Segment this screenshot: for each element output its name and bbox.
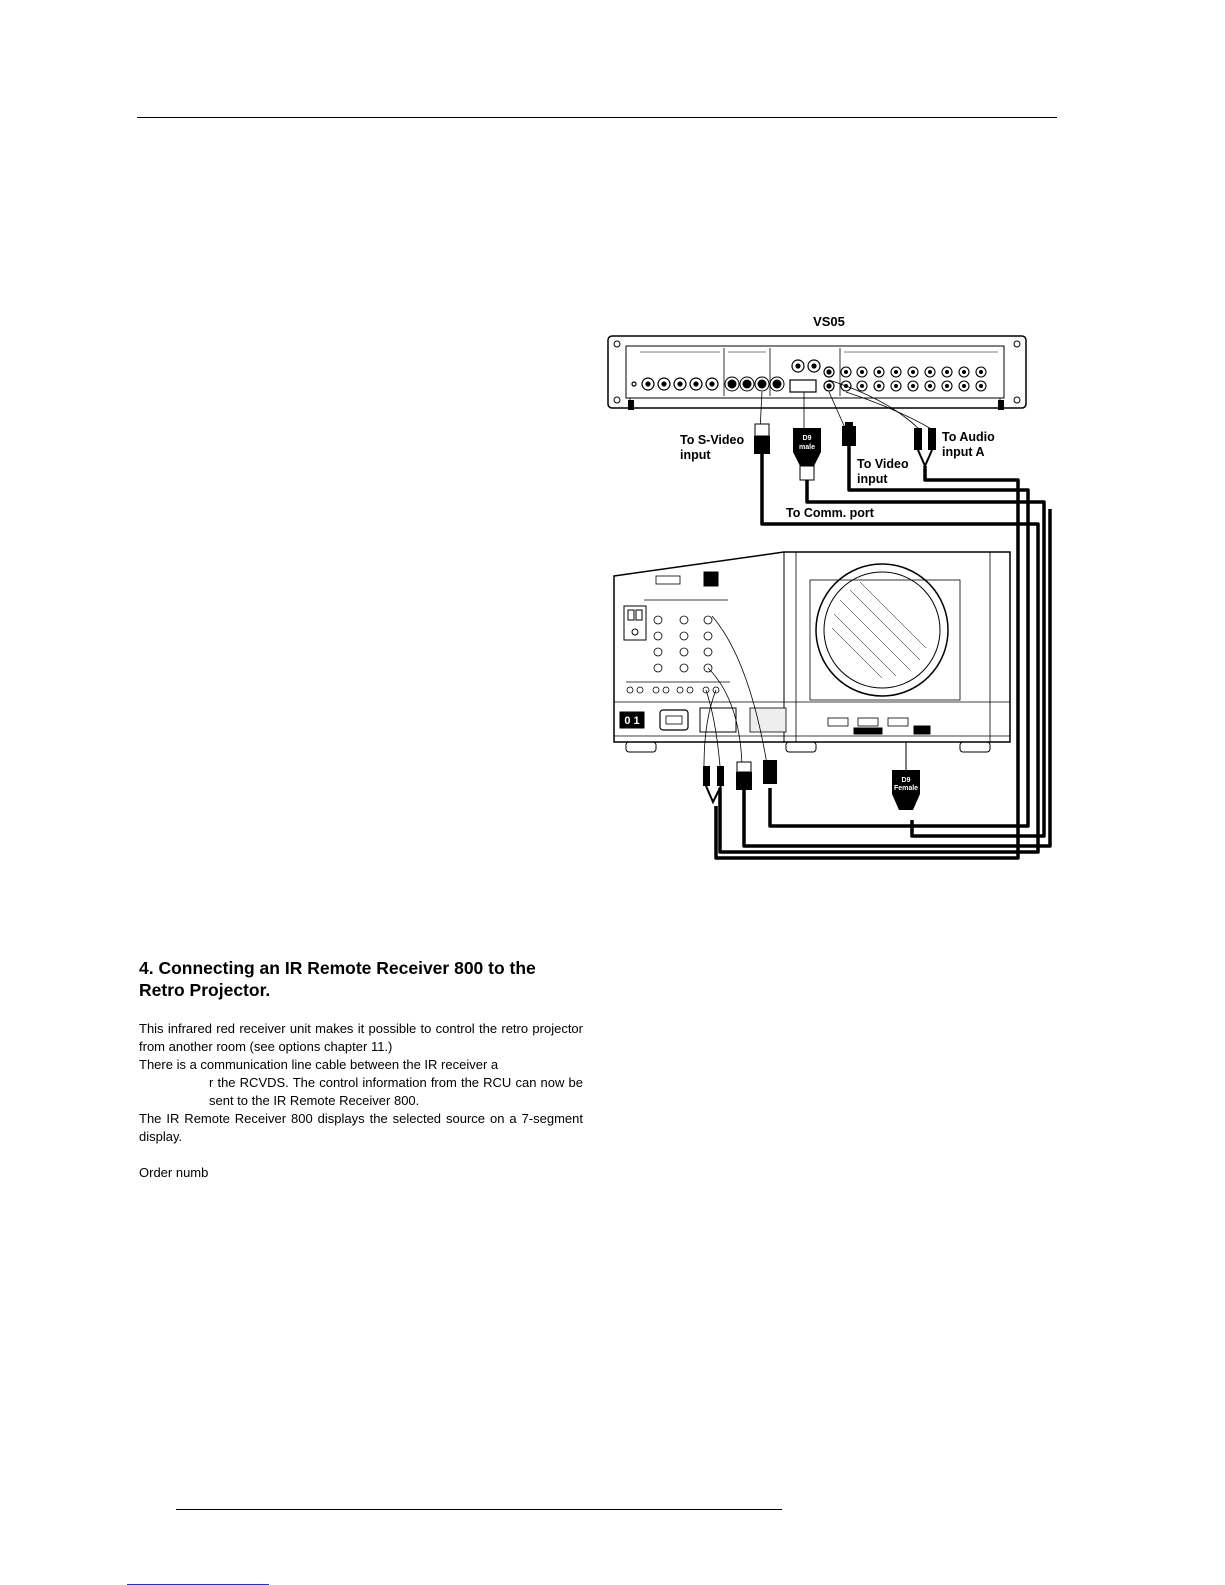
section-heading: 4. Connecting an IR Remote Receiver 800 … xyxy=(139,958,536,1000)
s-video-plug-top xyxy=(754,423,770,454)
order-number-text: Order numb xyxy=(139,1165,209,1180)
label-to-audio-input: input A xyxy=(942,445,985,459)
svg-text:D9: D9 xyxy=(803,435,812,442)
thick-cables xyxy=(714,446,1052,860)
power-switch-label: 0 1 xyxy=(624,715,639,727)
label-to-s-video-input: input xyxy=(680,448,711,462)
paragraph-rcvds: r the RCVDS. The control information fro… xyxy=(209,1075,583,1108)
retro-projector-back xyxy=(613,551,1011,753)
footer-rule xyxy=(176,1509,782,1510)
vs05-title: VS05 xyxy=(813,314,845,329)
section-body: This infrared red receiver unit makes it… xyxy=(139,1020,583,1146)
paragraph-communication-line: There is a communication line cable betw… xyxy=(139,1057,499,1072)
d9-female-connector: D9 Female xyxy=(892,742,920,810)
paragraph-intro: This infrared red receiver unit makes it… xyxy=(139,1021,583,1054)
svg-text:Female: Female xyxy=(894,785,918,792)
vs05-short-leads xyxy=(759,379,934,431)
d9-male-connector: D9 male xyxy=(793,428,821,481)
video-bnc-plug-top xyxy=(842,422,856,446)
label-to-video: To Video xyxy=(857,457,909,471)
projector-bottom-plugs xyxy=(703,760,777,805)
label-to-audio: To Audio xyxy=(942,430,995,444)
svg-text:D9: D9 xyxy=(902,777,911,784)
label-to-comm-port: To Comm. port xyxy=(786,506,875,520)
label-to-video-input: input xyxy=(857,472,888,486)
paragraph-display: The IR Remote Receiver 800 displays the … xyxy=(139,1111,583,1144)
label-to-s-video: To S-Video xyxy=(680,433,744,447)
vs05-switcher-unit xyxy=(607,335,1027,410)
projector-internal-leads xyxy=(703,615,769,771)
svg-text:male: male xyxy=(799,444,815,451)
connection-diagram: VS05 xyxy=(607,314,1052,860)
audio-rca-plugs-top xyxy=(914,428,936,469)
header-rule xyxy=(137,117,1057,118)
